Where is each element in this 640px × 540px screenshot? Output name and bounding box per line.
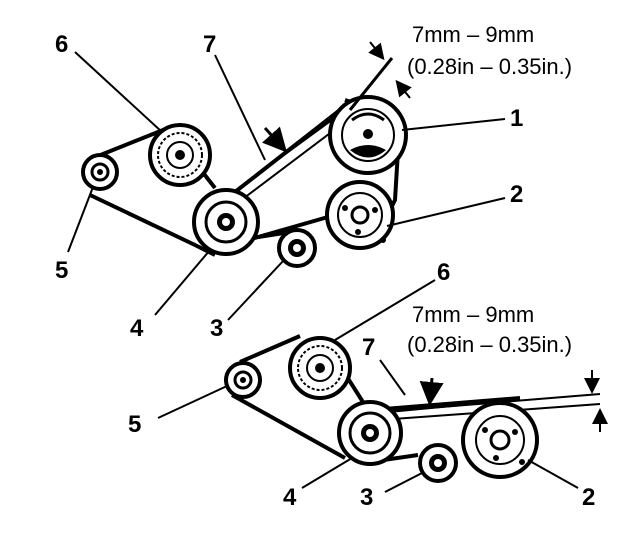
top-gauge-arrow-upper	[368, 41, 385, 61]
label-bottom-7: 7	[362, 334, 375, 361]
label-top-1: 1	[510, 105, 523, 132]
leader-bottom-3	[384, 471, 425, 493]
label-top-5: 5	[55, 257, 68, 284]
leader-top-4	[154, 249, 211, 316]
pulley-4-crankshaft-bottom	[337, 400, 403, 466]
pulley-3-idler-bottom	[418, 443, 458, 483]
bottom-spec-line1: 7mm – 9mm	[412, 302, 534, 327]
pulley-3-idler	[277, 228, 317, 268]
label-top-6: 6	[55, 31, 68, 58]
leader-top-7	[214, 54, 266, 161]
leader-bottom-4	[301, 457, 353, 489]
pulley-6-power-steering-bottom	[288, 336, 352, 400]
label-bottom-2: 2	[582, 484, 595, 511]
top-belt-diagram: 1 2 3 4 5 6 7 7mm – 9mm (0.28in – 0.35in…	[55, 22, 572, 342]
bottom-deflection-arrow	[419, 377, 444, 406]
leader-top-3	[227, 259, 285, 321]
leader-bottom-2	[527, 459, 579, 489]
label-top-2: 2	[510, 181, 523, 208]
top-spec-line1: 7mm – 9mm	[412, 22, 534, 47]
pulley-5	[81, 153, 119, 191]
top-deflection-arrow	[262, 126, 288, 153]
bottom-belt-diagram: 2 3 4 5 6 7 7mm – 9mm (0.28in – 0.35in.)	[128, 259, 608, 511]
leader-top-6	[74, 51, 163, 133]
label-bottom-4: 4	[283, 484, 297, 511]
label-bottom-3: 3	[360, 484, 373, 511]
pulley-5-bottom	[224, 361, 262, 399]
pulley-2-bottom	[461, 401, 539, 479]
leader-top-2	[386, 197, 506, 227]
leader-bottom-5	[157, 385, 228, 419]
leader-bottom-6	[334, 279, 436, 341]
leader-top-1	[401, 118, 506, 131]
pulley-6-power-steering	[148, 123, 212, 187]
pulley-1-alternator	[328, 95, 408, 175]
bottom-spec-line2: (0.28in – 0.35in.)	[407, 332, 572, 357]
label-top-7: 7	[203, 31, 216, 58]
top-gauge-line	[348, 57, 394, 111]
label-top-4: 4	[130, 315, 144, 342]
label-bottom-5: 5	[128, 411, 141, 438]
leader-top-5	[67, 186, 94, 253]
leader-bottom-7	[379, 359, 406, 396]
top-spec-line2: (0.28in – 0.35in.)	[407, 54, 572, 79]
label-bottom-6: 6	[437, 259, 450, 286]
pulley-2	[325, 180, 395, 250]
label-top-3: 3	[210, 315, 223, 342]
pulley-4-crankshaft	[192, 188, 260, 256]
top-gauge-arrow-lower	[395, 79, 412, 99]
